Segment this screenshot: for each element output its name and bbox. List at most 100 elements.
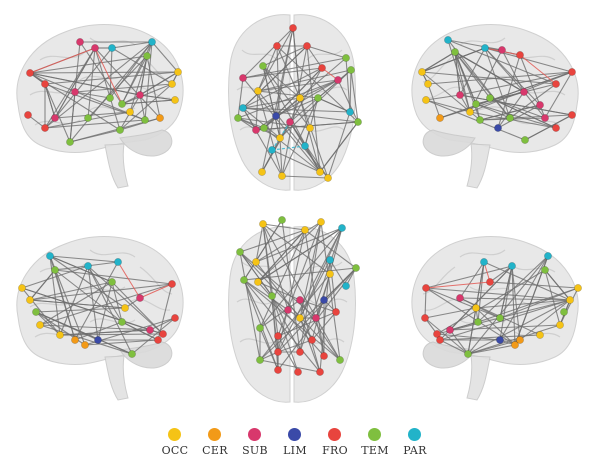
connection-edge xyxy=(467,339,521,355)
connection-edge xyxy=(94,47,121,131)
legend-swatch-tem xyxy=(368,428,381,441)
connection-edge xyxy=(489,265,513,283)
legend-swatch-fro xyxy=(328,428,341,441)
legend-swatch-par xyxy=(408,428,421,441)
gyrus-line xyxy=(39,51,86,61)
connection-edge xyxy=(292,27,301,99)
connection-edge xyxy=(39,283,173,326)
connection-edge xyxy=(454,51,511,119)
connection-edge xyxy=(262,65,301,99)
region-node-cer xyxy=(81,341,89,349)
region-node-fro xyxy=(436,336,444,344)
region-node-par xyxy=(114,258,122,266)
connection-edge xyxy=(243,279,279,353)
connection-edge xyxy=(255,115,277,131)
cerebellum-outline xyxy=(422,129,476,157)
connection-edge xyxy=(523,91,546,119)
connection-edge xyxy=(44,71,179,85)
legend-item-occ: OCC xyxy=(150,425,200,457)
connection-edge xyxy=(459,71,573,96)
connection-edge xyxy=(74,261,119,341)
connection-edge xyxy=(544,269,561,326)
region-node-fro xyxy=(41,80,49,88)
connection-edge xyxy=(242,107,283,177)
region-node-occ xyxy=(276,134,284,142)
connection-edge xyxy=(257,229,306,283)
connection-edge xyxy=(475,307,516,346)
connection-edge xyxy=(425,287,501,319)
region-node-tem xyxy=(347,66,355,74)
region-node-occ xyxy=(171,96,179,104)
connection-edge xyxy=(424,317,469,355)
connection-edge xyxy=(146,55,161,119)
region-node-tem xyxy=(66,138,74,146)
connection-edge xyxy=(475,103,557,129)
gyrus-line xyxy=(306,49,343,61)
connection-edge xyxy=(447,39,557,85)
connection-edge xyxy=(467,344,516,355)
nodes-bl xyxy=(18,252,179,358)
connection-edge xyxy=(259,299,301,329)
gyrus-line xyxy=(309,298,348,305)
region-node-occ xyxy=(254,87,262,95)
region-node-fro xyxy=(154,336,162,344)
connection-edge xyxy=(79,41,123,105)
region-node-fro xyxy=(332,308,340,316)
region-node-fro xyxy=(486,278,494,286)
connection-edge xyxy=(424,287,427,319)
connection-edge xyxy=(329,259,347,287)
brainstem-outline xyxy=(466,143,491,189)
region-node-fro xyxy=(273,42,281,50)
region-node-sub xyxy=(76,38,84,46)
gyrus-line xyxy=(129,298,171,311)
region-node-tem xyxy=(476,116,484,124)
connection-edge xyxy=(44,47,96,129)
connection-edge xyxy=(242,45,308,109)
region-node-lim xyxy=(320,296,328,304)
connection-edge xyxy=(475,299,571,309)
connection-edge xyxy=(44,119,146,129)
connection-edge xyxy=(306,45,323,69)
connection-edge xyxy=(261,27,294,173)
connection-edge xyxy=(257,90,283,177)
region-node-fro xyxy=(294,368,302,376)
edges-bc xyxy=(239,219,357,373)
region-node-tem xyxy=(472,100,480,108)
connectivity-edges xyxy=(21,27,579,373)
region-node-sub xyxy=(284,306,292,314)
connection-edge xyxy=(69,129,121,143)
connection-edge xyxy=(87,265,133,355)
region-node-fro xyxy=(159,330,167,338)
connection-edge xyxy=(421,51,456,73)
brainstem-outline xyxy=(466,355,491,401)
region-node-fro xyxy=(316,368,324,376)
connection-edge xyxy=(299,97,321,173)
region-node-sub xyxy=(456,294,464,302)
connection-edge xyxy=(35,311,133,355)
region-node-sub xyxy=(146,326,154,334)
connection-edge xyxy=(262,223,289,311)
region-node-tem xyxy=(118,318,126,326)
connection-edge xyxy=(299,227,343,319)
region-node-occ xyxy=(466,108,474,116)
connection-edge xyxy=(315,317,325,357)
region-node-sub xyxy=(239,74,247,82)
connection-edge xyxy=(87,47,96,119)
region-node-fro xyxy=(274,366,282,374)
connection-edge-highlight xyxy=(139,283,173,299)
region-node-sub xyxy=(520,88,528,96)
connection-edge xyxy=(277,339,313,353)
legend-swatch-cer xyxy=(208,428,221,441)
connection-edge xyxy=(497,54,521,129)
nodes-bc xyxy=(236,216,360,376)
connection-edge xyxy=(242,27,294,79)
connection-edge xyxy=(524,114,573,141)
region-node-occ xyxy=(566,296,574,304)
connection-edge xyxy=(439,339,469,355)
region-node-occ xyxy=(296,94,304,102)
connection-edge xyxy=(54,111,131,119)
connection-edge xyxy=(119,83,173,131)
connection-edge xyxy=(239,229,306,253)
region-node-fro xyxy=(41,124,49,132)
region-node-tem xyxy=(141,116,149,124)
